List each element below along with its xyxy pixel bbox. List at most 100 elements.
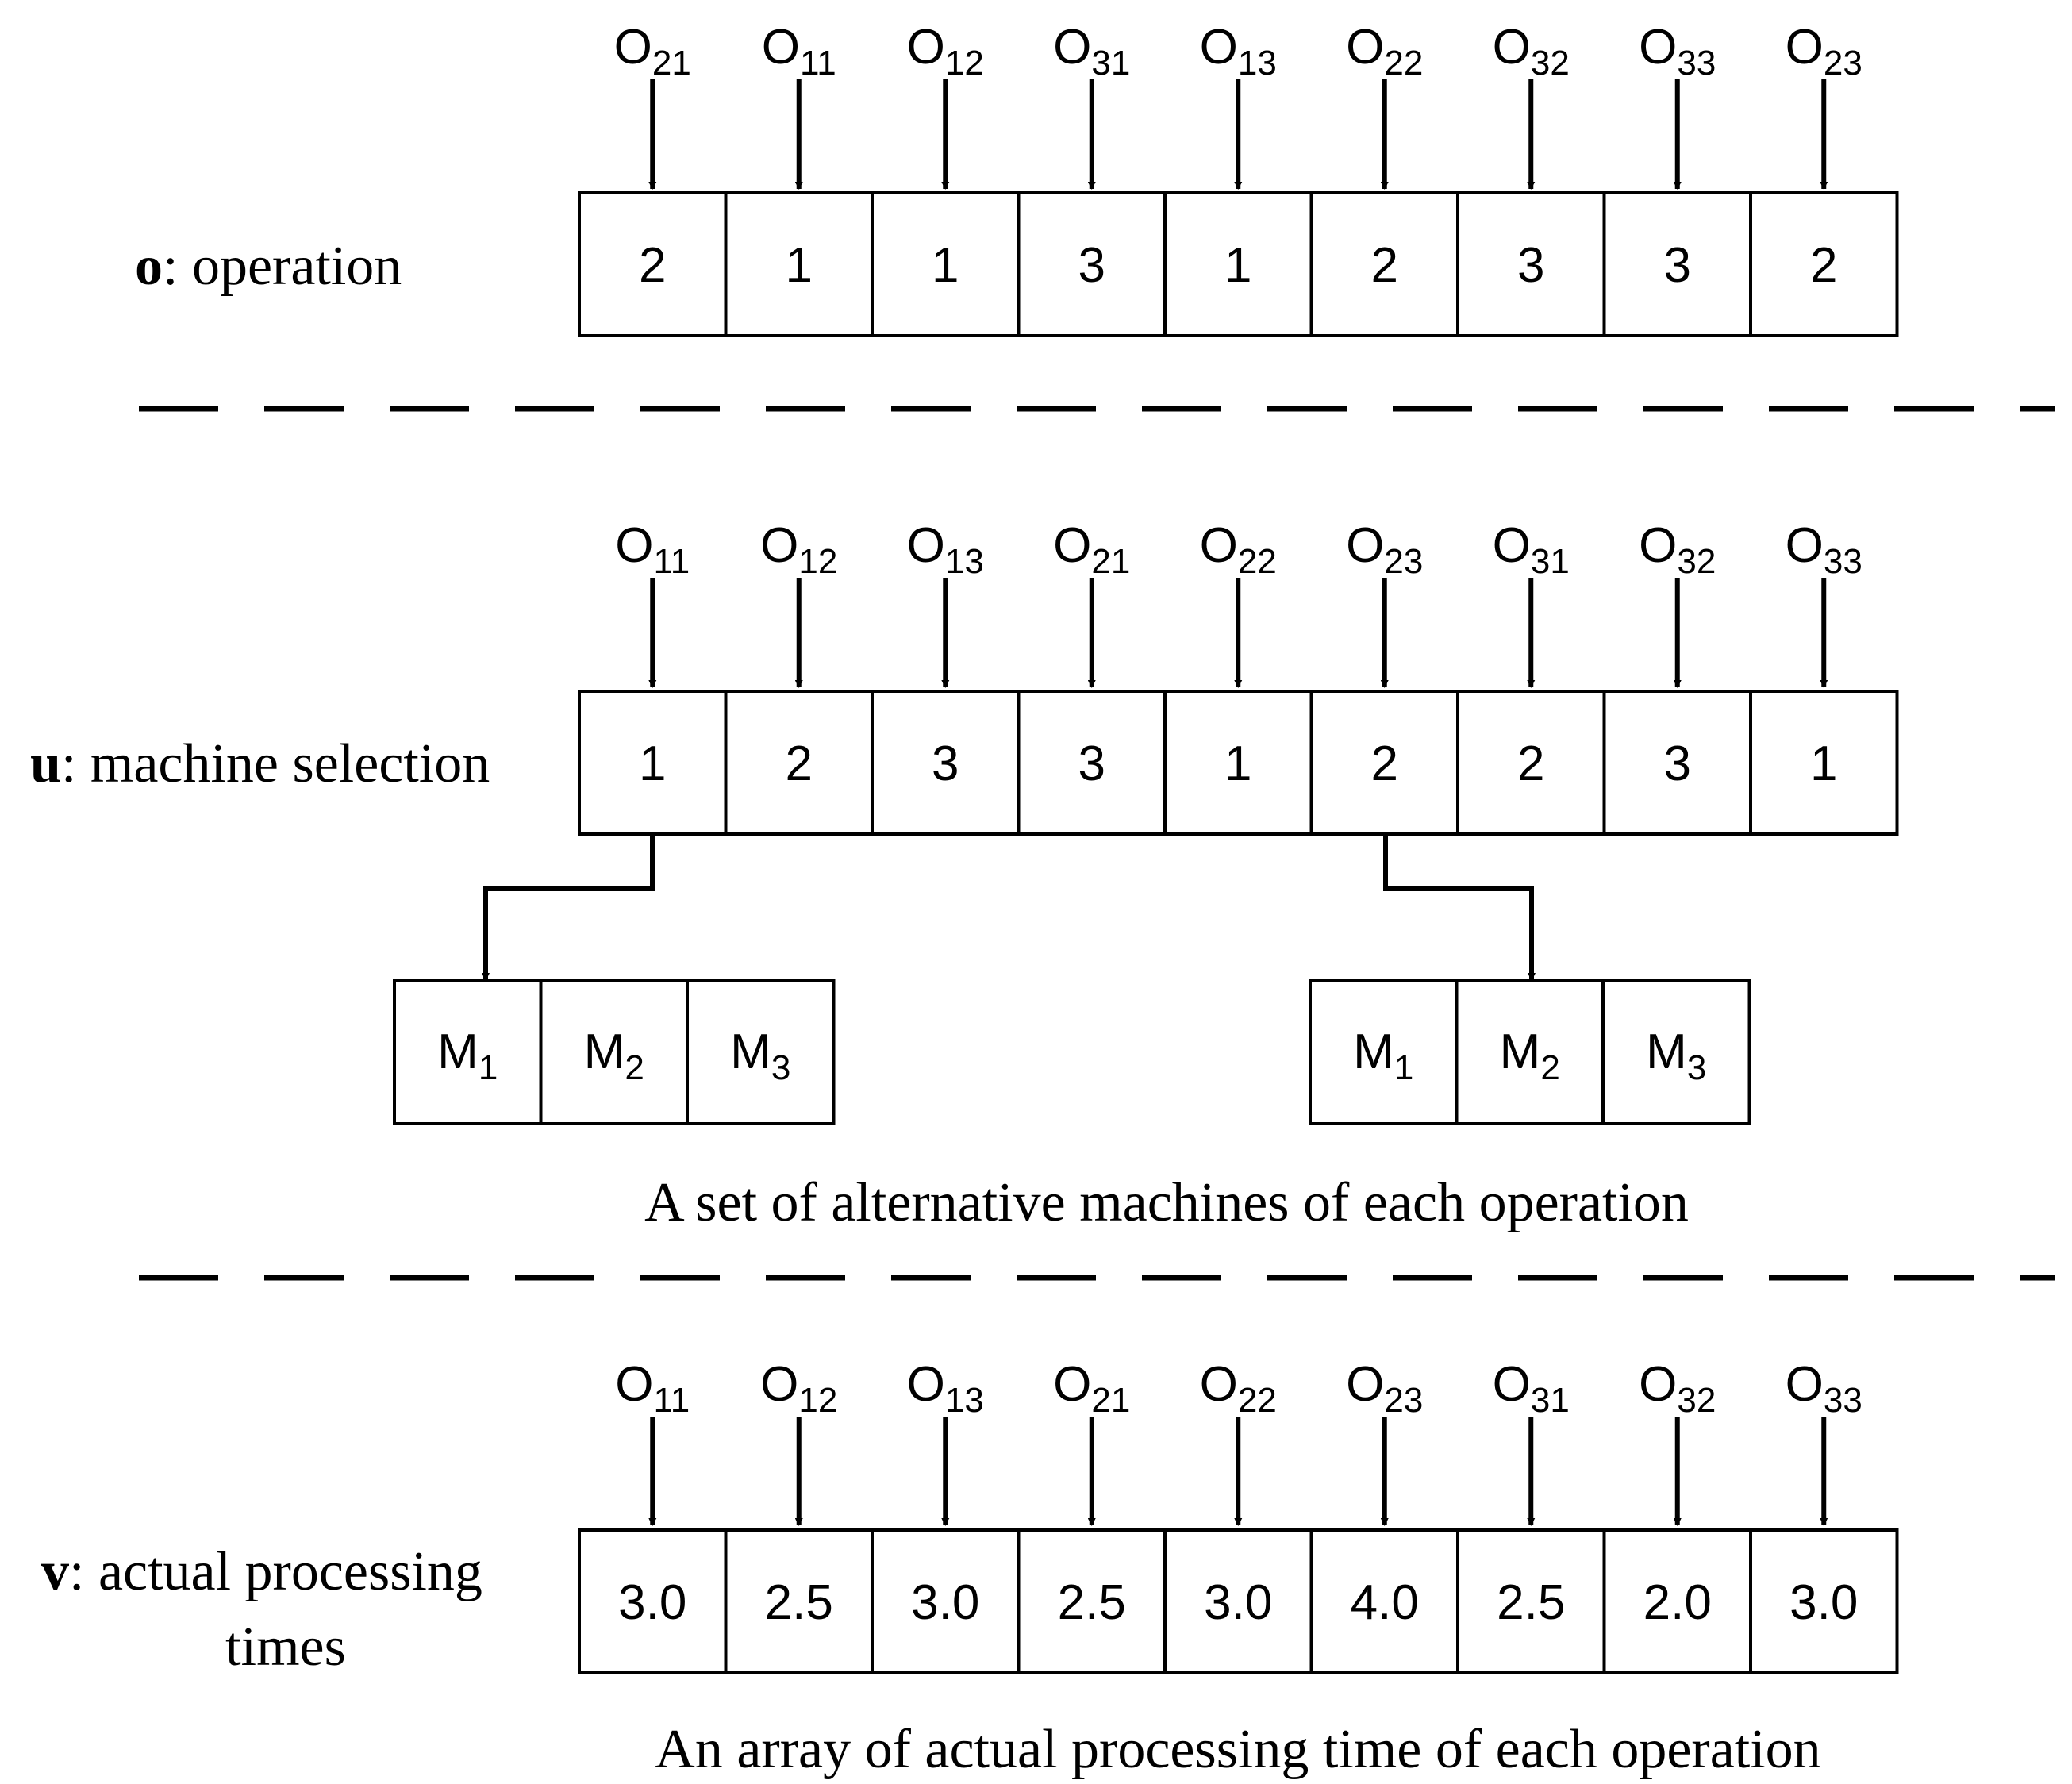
cell-box (1163, 690, 1313, 836)
cell-box (1749, 191, 1899, 337)
array-cell: 3 (871, 690, 1021, 836)
array-cell: 1 (1163, 191, 1313, 337)
cell-value: 2 (639, 238, 666, 293)
operation-header: O13 (907, 1357, 984, 1420)
cell-box (1163, 191, 1313, 337)
operation-header: O11 (615, 518, 690, 581)
cell-value: 3 (1664, 736, 1691, 791)
processing-times-label-line2: times (225, 1617, 346, 1678)
cell-value: 1 (786, 238, 813, 293)
operation-header: O11 (615, 1357, 690, 1420)
cell-value: 2 (1517, 736, 1544, 791)
array-cell: 2 (724, 690, 874, 836)
cell-value: 3 (932, 736, 959, 791)
cell-box (1749, 690, 1899, 836)
array-cell: 2.0 (1602, 1528, 1752, 1674)
machine-cell: M1 (1309, 979, 1459, 1125)
operation-header: O22 (1200, 1357, 1277, 1420)
machine-cell: M3 (1601, 979, 1751, 1125)
cell-box (1309, 690, 1459, 836)
machine-cell: M2 (1455, 979, 1605, 1125)
machine-label: M1 (1353, 1025, 1413, 1087)
machine-cell: M1 (393, 979, 543, 1125)
operation-header: O12 (760, 1357, 837, 1420)
array-cell: 3 (1017, 690, 1167, 836)
array-cell: 2.5 (1017, 1528, 1167, 1674)
array-cell: 1 (578, 690, 728, 836)
operation-header: O32 (1639, 518, 1716, 581)
operation-header: O33 (1639, 20, 1716, 83)
cell-value: 2.5 (1497, 1575, 1565, 1630)
cell-value: 1 (639, 736, 666, 791)
array-cell: 3 (1602, 191, 1752, 337)
operation-header: O23 (1786, 20, 1862, 83)
cell-value: 3 (1078, 736, 1105, 791)
array-cell: 2.5 (724, 1528, 874, 1674)
operation-header: O21 (614, 20, 691, 83)
array-cell: 2 (578, 191, 728, 337)
operation-header: O23 (1346, 518, 1423, 581)
operation-header: O11 (762, 20, 836, 83)
cell-box (578, 1528, 728, 1674)
cell-box (1017, 191, 1167, 337)
cell-value: 2 (1371, 238, 1398, 293)
cell-box (1163, 1528, 1313, 1674)
cell-box (1602, 690, 1752, 836)
operation-header: O12 (907, 20, 984, 83)
cell-box (686, 979, 836, 1125)
operation-header: O22 (1200, 518, 1277, 581)
operation-header: O23 (1346, 1357, 1423, 1420)
machine-label: M2 (1500, 1025, 1560, 1087)
cell-box (1456, 690, 1606, 836)
operation-array: 2 1 1 3 1 2 3 3 2 (578, 191, 1899, 337)
cell-box (871, 191, 1021, 337)
operation-label: o: operation (135, 236, 402, 297)
cell-value: 4.0 (1351, 1575, 1419, 1630)
machine-cell: M3 (686, 979, 836, 1125)
cell-box (393, 979, 543, 1125)
cell-value: 3 (1517, 238, 1544, 293)
cell-value: 3 (1664, 238, 1691, 293)
cell-value: 1 (1810, 736, 1837, 791)
processing-times-caption: An array of actual processing time of ea… (655, 1719, 1820, 1780)
cell-value: 2 (1810, 238, 1837, 293)
cell-value: 1 (1224, 736, 1251, 791)
cell-box (871, 1528, 1021, 1674)
operation-header: O13 (907, 518, 984, 581)
array-cell: 3.0 (1163, 1528, 1313, 1674)
array-cell: 3 (1602, 690, 1752, 836)
operation-header: O13 (1200, 20, 1277, 83)
cell-value: 2.5 (1058, 1575, 1126, 1630)
cell-value: 2.0 (1643, 1575, 1712, 1630)
operation-header: O33 (1786, 518, 1862, 581)
cell-value: 1 (1224, 238, 1251, 293)
array-cell: 3.0 (871, 1528, 1021, 1674)
cell-value: 1 (932, 238, 959, 293)
cell-value: 2 (786, 736, 813, 791)
machine-set-caption: A set of alternative machines of each op… (644, 1172, 1689, 1233)
array-cell: 1 (1163, 690, 1313, 836)
cell-box (578, 690, 728, 836)
array-cell: 3 (1017, 191, 1167, 337)
operation-header: O31 (1053, 20, 1130, 83)
cell-box (871, 690, 1021, 836)
array-cell: 2.5 (1456, 1528, 1606, 1674)
cell-value: 3 (1078, 238, 1105, 293)
cell-value: 2.5 (765, 1575, 833, 1630)
array-cell: 3.0 (1749, 1528, 1899, 1674)
operation-header: O32 (1639, 1357, 1716, 1420)
machine-label: M1 (437, 1025, 498, 1087)
cell-box (1017, 690, 1167, 836)
cell-box (1602, 191, 1752, 337)
cell-box (724, 690, 874, 836)
array-cell: 1 (724, 191, 874, 337)
operation-header: O12 (760, 518, 837, 581)
operation-header: O32 (1493, 20, 1570, 83)
processing-times-array: 3.0 2.5 3.0 2.5 3.0 4.0 2.5 2.0 3.0 (578, 1528, 1899, 1674)
machine-selection-label: u: machine selection (30, 733, 490, 794)
cell-box (1309, 191, 1459, 337)
array-cell: 3.0 (578, 1528, 728, 1674)
operation-header: O21 (1053, 518, 1130, 581)
